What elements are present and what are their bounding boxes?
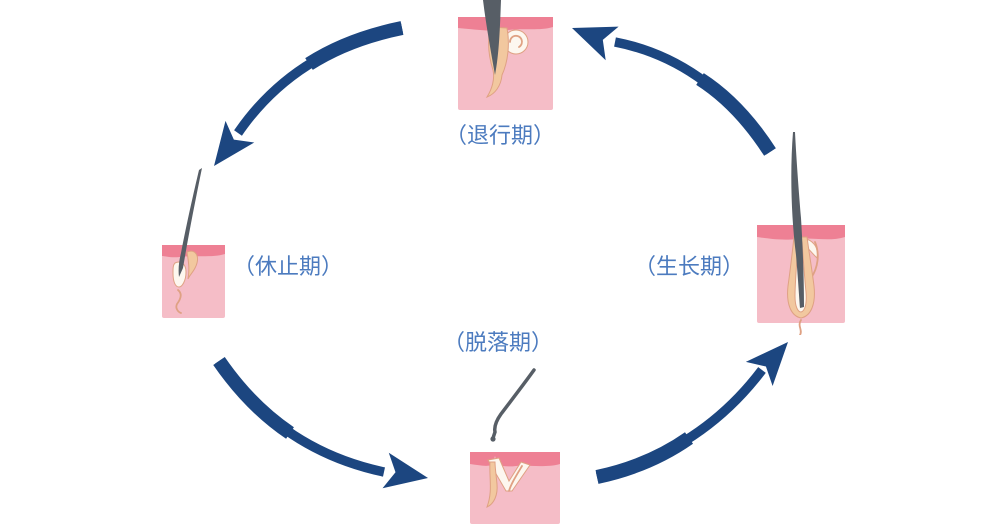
hair-shaft: [791, 132, 804, 308]
epidermis: [458, 17, 553, 31]
arrow-anagen-to-catagen-icon: [572, 26, 776, 156]
papilla-strand: [798, 319, 802, 335]
stage-label-catagen: （退行期）: [444, 124, 556, 149]
arrow-shedding-to-anagen-icon: [595, 342, 788, 484]
arrow-telogen-to-shedding-icon: [213, 357, 428, 489]
sheath-swirl: [509, 34, 523, 48]
anagen-follicle-illustration: [757, 130, 845, 335]
shedding-follicle-illustration: [468, 365, 560, 524]
hair-shaft: [483, 0, 501, 75]
telogen-follicle-illustration: [162, 160, 228, 318]
hair-shaft: [178, 168, 202, 277]
catagen-follicle-illustration: [458, 0, 553, 110]
detached-hair-shaft: [491, 368, 536, 440]
follicle-strand: [508, 465, 523, 492]
arrow-catagen-to-telogen-icon: [214, 21, 404, 166]
epidermis: [470, 452, 560, 467]
stage-label-shedding: （脱落期）: [442, 331, 554, 356]
club-hair-root: [490, 436, 496, 442]
empty-follicle-canal: [487, 457, 531, 492]
follicle: [486, 461, 498, 508]
follicle: [186, 250, 198, 280]
dermal-strand: [175, 289, 182, 314]
stage-label-anagen: （生长期）: [633, 255, 745, 280]
stage-label-telogen: （休止期）: [232, 255, 344, 280]
